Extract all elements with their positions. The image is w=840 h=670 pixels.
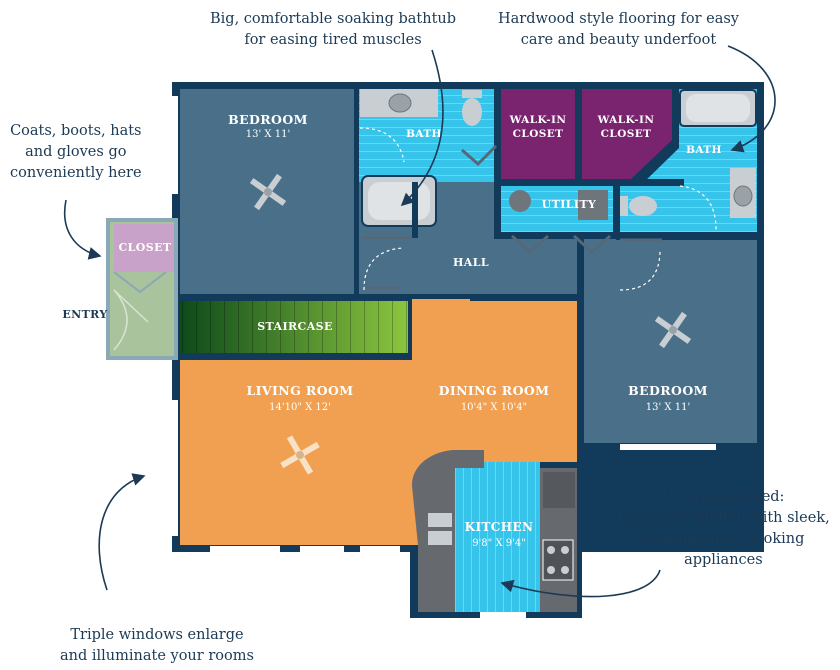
dining-room-label: DINING ROOM [439,383,550,398]
door-swing [619,249,661,291]
arrow-icon [727,45,776,153]
staircase-label: STAIRCASE [257,320,333,333]
sink-icon [388,93,412,113]
arrow-icon [500,569,661,598]
bath-left-label: BATH [406,128,442,140]
refrigerator-icon [543,472,575,508]
window [172,400,178,536]
closet-callout-line2: and gloves go [25,144,127,160]
bath-right-label: BATH [686,144,722,156]
ceiling-fan-icon [280,435,320,475]
washer-icon [509,190,531,212]
kitchen-callout-line4: appliances [684,552,763,568]
kitchen-callout-line3: contemporary-looking [642,531,805,547]
windows-callout-line1: Triple windows enlarge [70,627,244,643]
kitchen-label: KITCHEN [465,520,534,534]
kitchen-callout-line2: U-shaped kitchen with sleek, [617,510,830,526]
closet-callout-line3: conveniently here [10,165,142,181]
bedroom-right-size: 13' X 11' [646,402,690,413]
walkin-closet-2-floor [582,89,672,180]
kitchen-callout-line1: U-turns allowed: [662,489,785,505]
walkin-closet-2-label-line1: WALK-IN [597,114,655,126]
window [360,546,400,552]
living-room-size: 14'10" X 12' [269,402,331,413]
closet-callout-line1: Coats, boots, hats [10,123,142,139]
closet-label: CLOSET [119,241,172,254]
arrow-icon [64,199,102,260]
ceiling-fan-icon [654,311,692,349]
walkin-closet-1-label-line2: CLOSET [513,128,564,140]
kitchen-size: 9'8" X 9'4" [472,538,526,549]
toilet-icon [629,196,657,216]
door-swing [679,185,717,231]
window [620,444,716,450]
walkin-closet-1-floor [501,89,575,179]
bedroom-left-label: BEDROOM [228,112,308,127]
flooring-callout-line1: Hardwood style flooring for easy [498,11,739,27]
bedroom-right-label: BEDROOM [628,383,708,398]
closet-floor [114,224,174,272]
ceiling-fan-icon [249,173,287,211]
bedroom-right-floor [584,240,757,443]
bathtub-callout: Big, comfortable soaking bathtub for eas… [210,9,456,51]
dryer-icon [578,190,608,220]
dining-room-size: 10'4" X 10'4" [461,402,527,413]
bedroom-left-size: 13' X 11' [246,129,290,140]
windows-callout-line2: and illuminate your rooms [60,648,254,664]
door-swing [359,127,405,163]
window [480,612,526,618]
walkin-closet-1-label-line1: WALK-IN [509,114,567,126]
arrow-icon [400,49,444,207]
flooring-callout-line2: care and beauty underfoot [520,32,717,48]
entry-label: ENTRY [62,308,107,321]
kitchen-callout: U-turns allowed: U-shaped kitchen with s… [617,487,830,571]
door-swing [363,247,405,291]
walkin-closet-2-label-line2: CLOSET [601,128,652,140]
windows-callout: Triple windows enlarge and illuminate yo… [60,625,254,667]
kitchen-sink-icon [428,513,452,527]
window [300,546,344,552]
window [172,96,178,194]
living-room-label: LIVING ROOM [246,383,353,398]
closet-callout: Coats, boots, hats and gloves go conveni… [10,121,142,184]
flooring-callout: Hardwood style flooring for easy care an… [498,9,739,51]
bathtub-callout-line2: for easing tired muscles [244,32,422,48]
window [210,546,280,552]
arrow-icon [98,473,146,591]
sink-icon [733,185,753,207]
bathtub-callout-line1: Big, comfortable soaking bathtub [210,11,457,27]
hall-label: HALL [453,256,489,269]
toilet-icon [462,98,482,126]
utility-label: UTILITY [542,198,597,211]
stove-icon [542,539,574,581]
